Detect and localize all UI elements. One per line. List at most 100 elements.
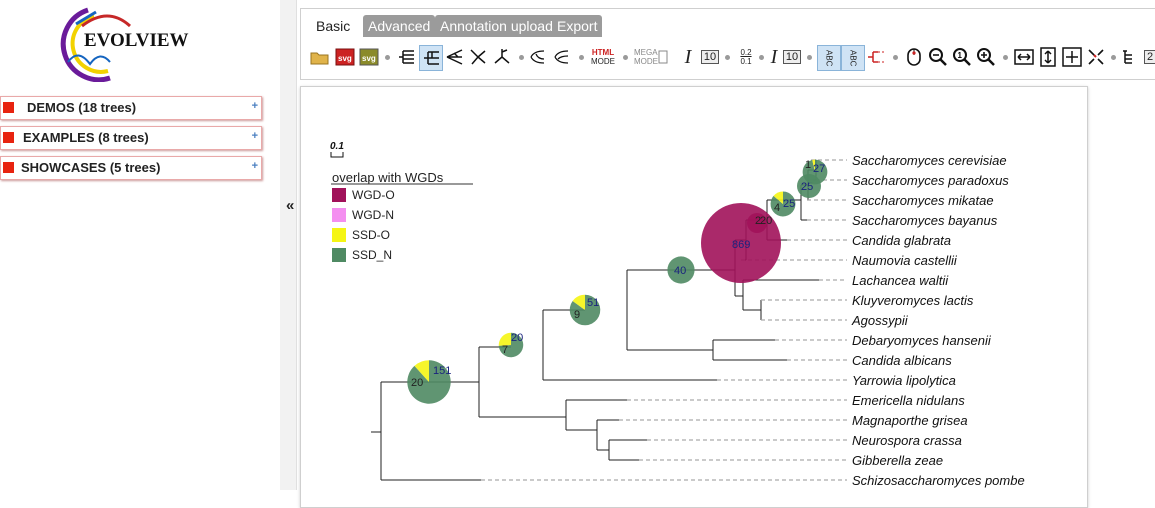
leaf-label[interactable]: Saccharomyces cerevisiae: [852, 153, 1007, 168]
mega-mode-top: MEGA: [634, 48, 658, 57]
svg-label: svg: [362, 54, 376, 63]
legend-title: overlap with WGDs: [332, 170, 444, 185]
branch-length-bottom: 0.1: [740, 57, 752, 66]
font-size-box-2[interactable]: 10: [781, 45, 803, 69]
branch-length-top: 0.2: [740, 48, 752, 57]
italic-font-icon-2[interactable]: I: [770, 45, 778, 68]
node-value: 20: [511, 332, 523, 344]
align-labels-button[interactable]: ABC: [817, 45, 841, 71]
leaf-label[interactable]: Saccharomyces mikatae: [852, 193, 994, 208]
expand-horizontal-icon[interactable]: [1013, 45, 1035, 69]
html-mode-bottom: MODE: [591, 57, 615, 66]
node-pie-n40[interactable]: 40: [667, 256, 695, 284]
slanted-tree-icon[interactable]: [419, 45, 443, 71]
leaf-label[interactable]: Neurospora crassa: [852, 433, 962, 448]
leaf-label[interactable]: Debaryomyces hansenii: [852, 333, 992, 348]
expand-icon[interactable]: +: [251, 130, 258, 142]
shrink-icon[interactable]: [1085, 45, 1107, 69]
leaf-label[interactable]: Naumovia castellii: [852, 253, 958, 268]
tab-export[interactable]: Export: [552, 15, 603, 37]
leaf-label[interactable]: Lachancea waltii: [852, 273, 949, 288]
scale-bar-label: 0.1: [330, 141, 344, 152]
pie-slice: [667, 256, 695, 284]
node-pie-n151[interactable]: 20 151: [407, 360, 451, 404]
leaf-label[interactable]: Saccharomyces bayanus: [852, 213, 998, 228]
zoom-out-icon[interactable]: [927, 45, 949, 69]
italic-font-icon[interactable]: I: [684, 45, 692, 68]
left-panel: EVOLVIEW DEMOS (18 trees) + EXAMPLES (8 …: [0, 0, 280, 490]
collapse-panel-icon[interactable]: «: [286, 197, 295, 214]
separator-dot: [519, 55, 524, 60]
overflow-value: 2: [1143, 50, 1155, 64]
separator-dot: [385, 55, 390, 60]
node-pie-n20a[interactable]: 720: [498, 332, 523, 358]
font-size-box-1[interactable]: 10: [699, 45, 721, 69]
red-square-icon: [3, 102, 14, 113]
rectangular-tree-icon[interactable]: [395, 45, 417, 69]
expand-icon[interactable]: +: [251, 160, 258, 172]
svg-label: svg: [338, 54, 352, 63]
node-pie-n2_20[interactable]: 220: [747, 213, 772, 233]
radial-tree-icon[interactable]: [491, 45, 513, 69]
separator-dot: [725, 55, 730, 60]
leaf-label[interactable]: Candida albicans: [852, 353, 952, 368]
html-mode-button[interactable]: HTML MODE: [587, 45, 619, 69]
node-value: 20: [411, 377, 423, 389]
tree-layout-icon[interactable]: [1119, 45, 1141, 69]
overflow-value-box[interactable]: 2: [1143, 45, 1155, 69]
zoom-reset-icon[interactable]: 1: [951, 45, 973, 69]
circular-tree-icon[interactable]: [443, 45, 465, 69]
curved-branch-alt-icon[interactable]: [551, 45, 573, 69]
sidebar-item-showcases[interactable]: SHOWCASES (5 trees) +: [0, 156, 262, 180]
toolbar: Basic Advanced Annotation upload Export …: [300, 8, 1155, 80]
red-square-icon: [3, 162, 14, 173]
leaf-label[interactable]: Schizosaccharomyces pombe: [852, 473, 1025, 488]
curved-branch-icon[interactable]: [527, 45, 549, 69]
tab-basic[interactable]: Basic: [311, 15, 356, 37]
tab-annotation-upload[interactable]: Annotation upload: [435, 15, 558, 37]
leaf-label[interactable]: Saccharomyces paradoxus: [852, 173, 1009, 188]
leaf-label[interactable]: Agossypii: [851, 313, 909, 328]
unrooted-tree-icon[interactable]: [467, 45, 489, 69]
font-size-value-2: 10: [782, 50, 802, 64]
mega-mode-button[interactable]: MEGA MODE: [631, 45, 671, 69]
branch-length-button[interactable]: 0.2 0.1: [733, 45, 759, 69]
pie-slice: [407, 360, 451, 404]
pie-slice: [770, 191, 796, 217]
zoom-in-icon[interactable]: [975, 45, 997, 69]
node-value: 25: [801, 181, 813, 193]
sidebar-item-label: SHOWCASES (5 trees): [21, 160, 161, 175]
expand-vertical-icon[interactable]: [1037, 45, 1059, 69]
leaf-label[interactable]: Gibberella zeae: [852, 453, 943, 468]
sidebar-item-examples[interactable]: EXAMPLES (8 trees) +: [0, 126, 262, 150]
save-svg-button[interactable]: svg: [334, 45, 356, 69]
leaf-label[interactable]: Candida glabrata: [852, 233, 951, 248]
node-value: 151: [433, 365, 451, 377]
expand-icon[interactable]: +: [251, 100, 258, 112]
align-labels-alt-button[interactable]: ABC: [841, 45, 865, 71]
legend-label: SSD-O: [352, 228, 390, 242]
leaf-label[interactable]: Magnaporthe grisea: [852, 413, 968, 428]
node-pie-n51[interactable]: 951: [569, 294, 601, 326]
sidebar-item-label: EXAMPLES (8 trees): [23, 130, 149, 145]
node-value: 1: [805, 159, 811, 171]
node-value: 9: [574, 309, 580, 321]
leaf-label[interactable]: Yarrowia lipolytica: [852, 373, 956, 388]
expand-both-icon[interactable]: [1061, 45, 1083, 69]
legend-swatch: [332, 228, 346, 242]
leaf-label[interactable]: Kluyveromyces lactis: [852, 293, 974, 308]
dashed-branch-icon[interactable]: [865, 45, 887, 69]
tab-advanced[interactable]: Advanced: [363, 15, 436, 37]
panel-splitter[interactable]: [280, 0, 297, 490]
mega-mode-bottom: MODE: [634, 57, 658, 66]
mouse-icon[interactable]: [903, 45, 925, 69]
sidebar-item-demos[interactable]: DEMOS (18 trees) +: [0, 96, 262, 120]
save-svg-alt-button[interactable]: svg: [358, 45, 380, 69]
open-folder-icon[interactable]: [309, 45, 331, 69]
pie-slice: [572, 294, 585, 310]
leaf-label[interactable]: Emericella nidulans: [852, 393, 965, 408]
